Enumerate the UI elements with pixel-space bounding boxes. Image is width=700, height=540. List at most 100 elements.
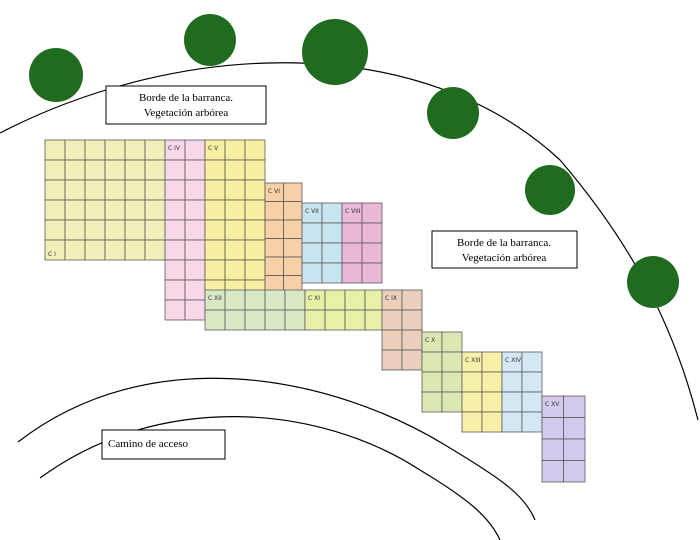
plot-cell xyxy=(301,222,323,244)
plot-cell xyxy=(421,371,443,393)
plot-cell xyxy=(264,309,286,331)
plot-block: C XIV xyxy=(501,351,543,433)
plot-cell xyxy=(44,219,66,241)
plot-block: C I xyxy=(44,139,166,261)
plot-cell xyxy=(64,239,86,261)
plot-block: C XV xyxy=(541,395,586,483)
plot-cell xyxy=(164,259,186,281)
plot-cell xyxy=(321,242,343,264)
plot-cell xyxy=(204,219,226,241)
plot-cell xyxy=(164,239,186,261)
plot-cell xyxy=(541,417,564,440)
plot-cell xyxy=(501,391,523,413)
plot-cell xyxy=(84,139,106,161)
plot-cell xyxy=(401,329,423,351)
plot-cell xyxy=(284,309,306,331)
plot-cell xyxy=(204,239,226,261)
plot-cell xyxy=(441,371,463,393)
plot-label: C XIII xyxy=(465,357,481,364)
tree-icon xyxy=(525,165,575,215)
plot-cell xyxy=(563,395,586,418)
plot-cell xyxy=(301,242,323,264)
plot-label: C XV xyxy=(545,401,560,408)
plot-cell xyxy=(341,242,363,264)
plot-cell xyxy=(84,159,106,181)
road-edge-upper-line xyxy=(17,377,536,521)
plot-cell xyxy=(204,199,226,221)
plot-label: C X xyxy=(425,337,435,344)
plot-cell xyxy=(461,411,483,433)
edge-label-top-line2: Vegetación arbórea xyxy=(144,107,229,119)
plot-block: C X xyxy=(421,331,463,413)
plot-cell xyxy=(344,309,366,331)
plot-cell xyxy=(224,159,246,181)
plot-label: C IV xyxy=(168,145,181,152)
plot-cell xyxy=(84,199,106,221)
plot-block: C VIII xyxy=(341,202,383,284)
plot-cell xyxy=(104,159,126,181)
edge-label-right: Borde de la barranca. Vegetación arbórea xyxy=(431,230,578,269)
plot-cell xyxy=(144,159,166,181)
plot-label: C IX xyxy=(385,295,397,302)
edge-label-right-line1: Borde de la barranca. xyxy=(457,237,551,249)
plot-cell xyxy=(64,179,86,201)
plot-label: C VIII xyxy=(345,208,361,215)
plot-cell xyxy=(224,309,246,331)
plot-cell xyxy=(361,202,383,224)
plot-cell xyxy=(321,202,343,224)
plot-cell xyxy=(421,351,443,373)
plot-cell xyxy=(144,179,166,201)
plot-cell xyxy=(44,179,66,201)
plot-cell xyxy=(461,391,483,413)
plot-cell xyxy=(104,179,126,201)
plot-cell xyxy=(244,259,266,281)
plot-cell xyxy=(324,289,346,311)
plot-cell xyxy=(264,289,286,311)
plot-cell xyxy=(184,159,206,181)
plot-cell xyxy=(244,199,266,221)
plot-cell xyxy=(381,309,403,331)
plot-cell xyxy=(264,219,284,239)
plot-cell xyxy=(44,199,66,221)
plot-cell xyxy=(204,179,226,201)
plot-cell xyxy=(104,199,126,221)
plot-cell xyxy=(324,309,346,331)
plot-cell xyxy=(441,331,463,353)
plot-cell xyxy=(381,349,403,371)
plot-cell xyxy=(541,460,564,483)
plot-label: C XI xyxy=(308,295,320,302)
plot-cell xyxy=(283,256,303,276)
plot-cell xyxy=(264,238,284,258)
plot-cell xyxy=(164,199,186,221)
plot-cell xyxy=(224,139,246,161)
plot-cell xyxy=(184,259,206,281)
plot-cell xyxy=(401,289,423,311)
plot-label: C XIV xyxy=(505,357,522,364)
plot-cell xyxy=(204,309,226,331)
plot-cell xyxy=(283,182,303,202)
plot-label: C VI xyxy=(268,188,280,195)
plot-cell xyxy=(441,391,463,413)
plot-cell xyxy=(164,219,186,241)
plot-block: C XIII xyxy=(461,351,503,433)
plot-cell xyxy=(164,299,186,321)
plot-cell xyxy=(541,438,564,461)
plot-label: C VII xyxy=(305,208,319,215)
plot-cell xyxy=(481,391,503,413)
plot-cell xyxy=(304,309,326,331)
plot-cell xyxy=(184,219,206,241)
plot-cell xyxy=(144,239,166,261)
plot-cell xyxy=(381,329,403,351)
plot-cell xyxy=(441,351,463,373)
tree-icon xyxy=(29,48,83,102)
plot-cell xyxy=(64,159,86,181)
edge-label-right-line2: Vegetación arbórea xyxy=(462,252,547,264)
plot-block: C XII xyxy=(204,289,306,331)
plot-cell xyxy=(104,219,126,241)
plot-cell xyxy=(284,289,306,311)
plot-cell xyxy=(301,262,323,284)
plot-block: C VI xyxy=(264,182,303,295)
tree-icon xyxy=(427,87,479,139)
plot-cell xyxy=(563,438,586,461)
